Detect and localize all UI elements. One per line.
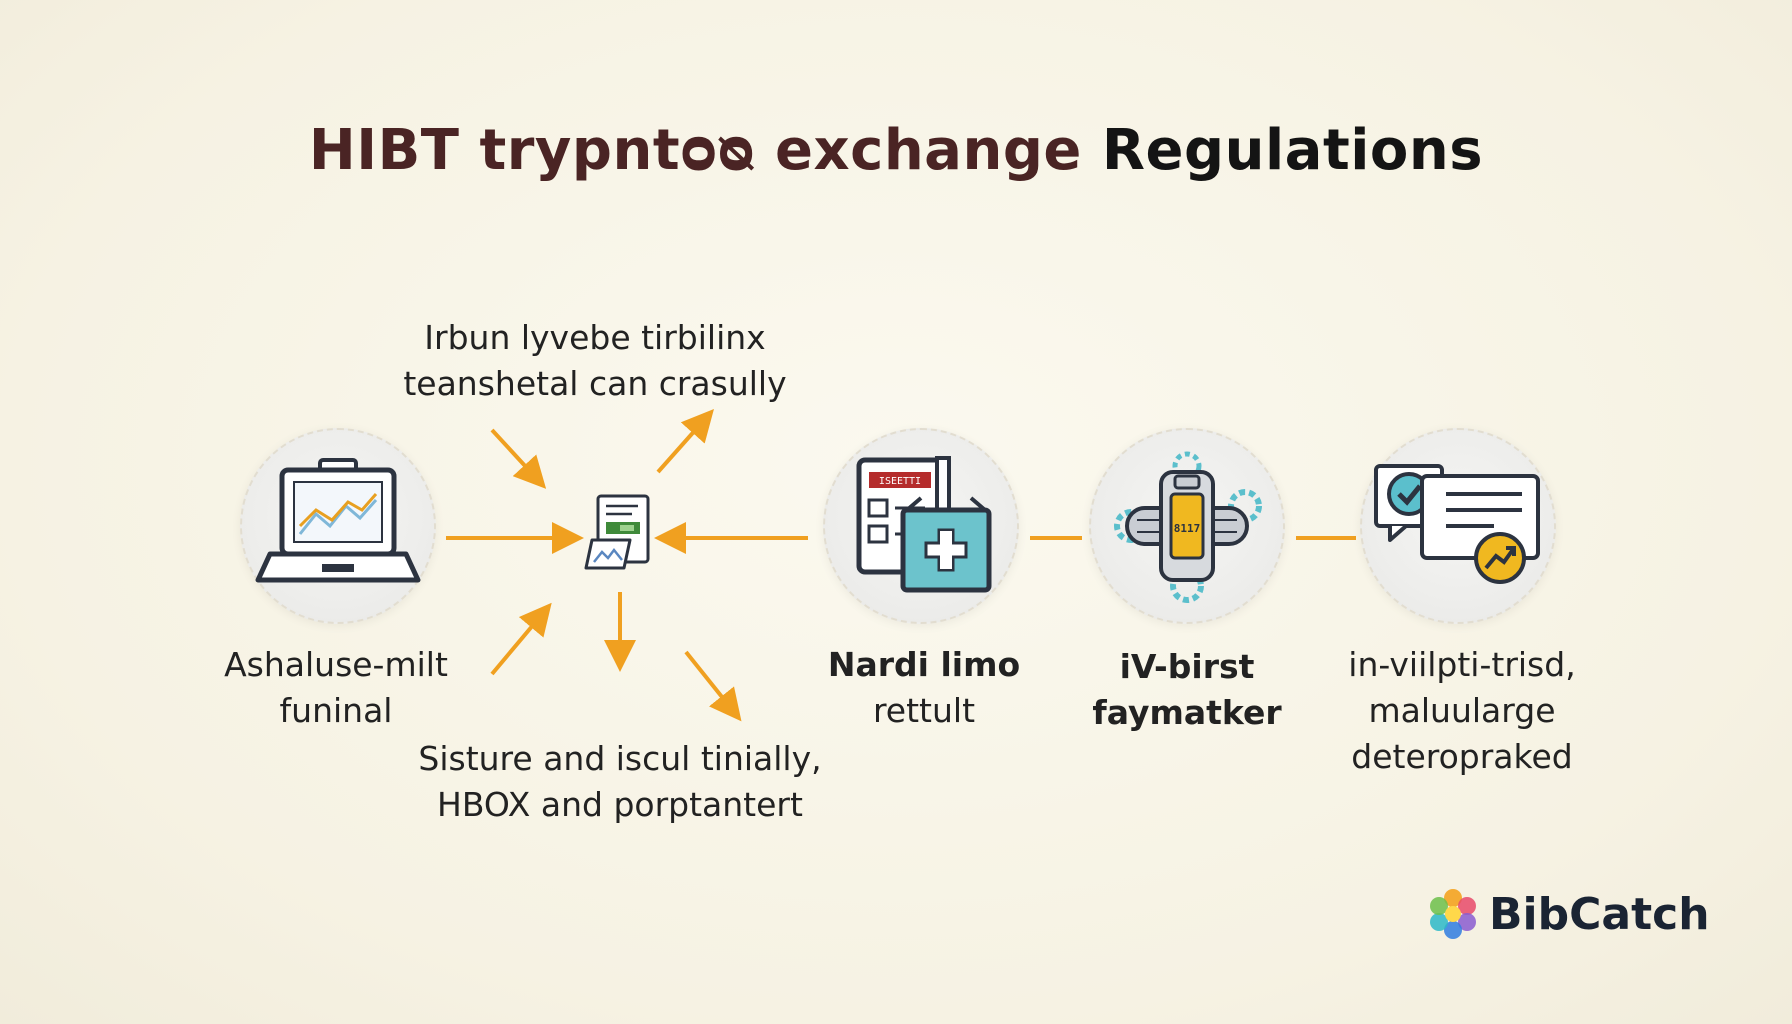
document-chart-icon (584, 494, 650, 570)
arrow-top-left-in (490, 428, 547, 489)
node4-tag-text: 8117 (1174, 522, 1201, 535)
page-title: HIBT trypntᴑᴓ exchange Regulations (0, 118, 1792, 183)
brand-name: BibCatch (1489, 888, 1710, 940)
arrow-top-right-out (656, 409, 714, 474)
brand-logo: BibCatch (1423, 882, 1710, 946)
arrow-bottom-right-out (684, 650, 742, 722)
flower-logo-icon (1430, 889, 1476, 939)
laptop-chart-icon (255, 458, 421, 583)
label-node-gear-machine: iV-birst faymatker (1092, 647, 1282, 732)
arrow-bottom-left-in (490, 602, 552, 676)
node-checklist (1360, 428, 1556, 624)
node-laptop (240, 428, 436, 624)
node-clipboard: ISEETTI (823, 428, 1019, 624)
title-part-b: Regulations (1101, 118, 1484, 183)
node-gear-machine: 8117 (1089, 428, 1285, 624)
label-node-checklist: in-viilpti-trisd, maluularge deteroprake… (1348, 645, 1576, 776)
label-bottom-center: Sisture and iscul tinially, HBOX and por… (418, 739, 822, 824)
checklist-growth-icon (1374, 464, 1540, 584)
label-node-laptop: Ashaluse-milt funinal (224, 645, 448, 730)
title-part-a: HIBT trypntᴑᴓ exchange (308, 118, 1082, 183)
label-top-center: Irbun lyvebe tirbilinx teanshetal can cr… (403, 318, 787, 403)
label-node-clipboard: Nardi limo rettult (827, 645, 1021, 730)
node3-tag-text: ISEETTI (879, 476, 921, 487)
gear-machine-icon: 8117 (1114, 451, 1262, 603)
clipboard-medical-icon: ISEETTI (856, 456, 992, 593)
